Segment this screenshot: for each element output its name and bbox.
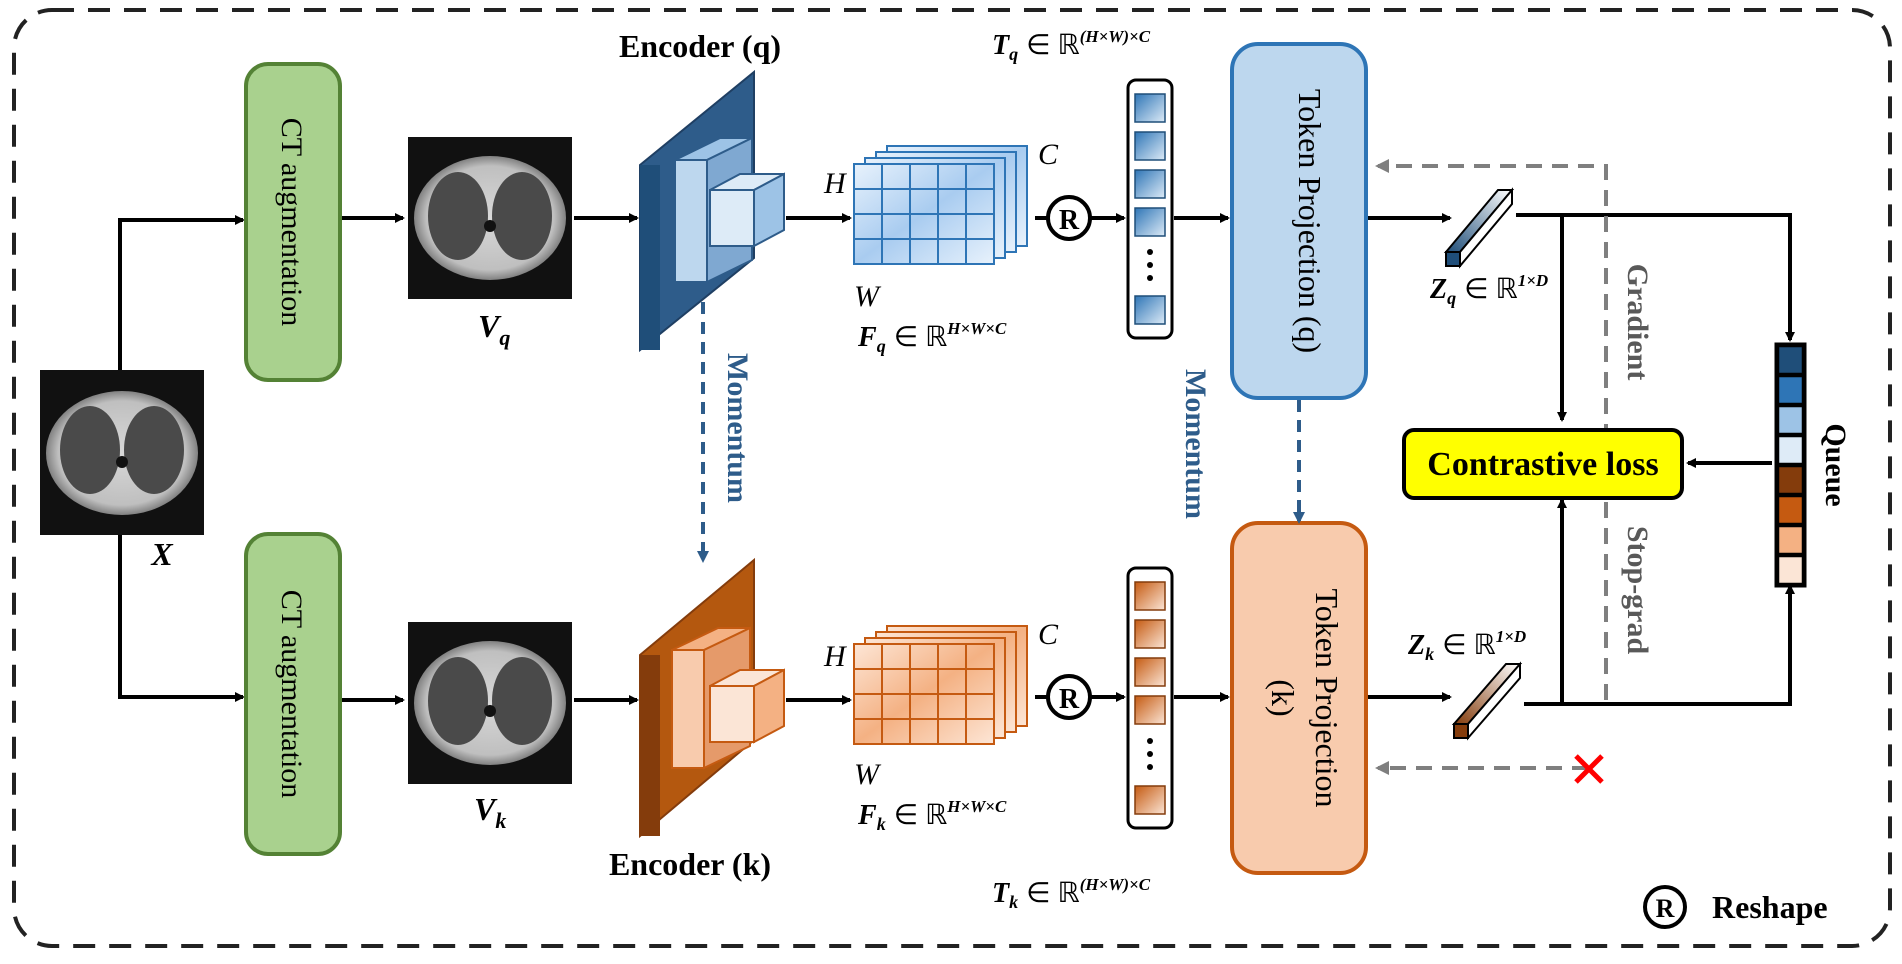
encoder-k-label: Encoder (k): [609, 846, 771, 882]
queue-cell: [1776, 374, 1805, 406]
fq-h-label: H: [823, 167, 848, 200]
stop-gradient-cross-icon: [1574, 754, 1604, 784]
contrastive-loss-box: Contrastive loss: [1402, 428, 1684, 500]
feature-map-fq: [853, 145, 1028, 265]
line-zq-to-queue: [1516, 213, 1795, 342]
fk-w-label: W: [854, 758, 882, 791]
tk-formula: Tk∈ ℝ(H×W)×C: [992, 875, 1151, 912]
zk-formula: Zk∈ ℝ1×D: [1407, 627, 1526, 664]
queue-cell: [1776, 434, 1805, 466]
queue-cell: [1776, 344, 1805, 376]
reshape-op-bottom: R: [1046, 674, 1092, 720]
ct-augmentation-top-label: CT augmentation: [275, 118, 308, 327]
momentum-encoder-label: Momentum: [721, 353, 754, 503]
token-sequence-tq: [1126, 78, 1174, 340]
zq-formula: Zq∈ ℝ1×D: [1429, 271, 1548, 308]
fq-c-label: C: [1038, 138, 1059, 171]
vk-ct-image: [408, 622, 572, 784]
fk-h-label: H: [823, 640, 848, 673]
reshape-op-bottom-symbol: R: [1059, 684, 1080, 715]
token-projection-k-label-line1: Token Projection: [1309, 588, 1345, 807]
queue-label: Queue: [1819, 423, 1852, 506]
input-ct-image: [40, 370, 204, 535]
queue-cell: [1776, 524, 1805, 556]
legend-reshape-symbol: R: [1656, 894, 1675, 923]
token-projection-q: Token Projection (q): [1230, 42, 1368, 400]
gradient-label: Gradient: [1621, 264, 1654, 381]
encoder-k: [639, 557, 785, 839]
gradient-path: [1375, 159, 1608, 700]
token-sequence-tk: [1126, 566, 1174, 830]
queue: [1774, 342, 1807, 588]
legend-reshape: R Reshape: [1643, 885, 1828, 929]
line-zk-to-queue: [1524, 584, 1795, 706]
input-x-label: X: [150, 536, 173, 572]
fk-formula: Fk∈ ℝH×W×C: [857, 797, 1007, 834]
momentum-projection-label: Momentum: [1179, 369, 1212, 519]
fq-w-label: W: [854, 280, 882, 313]
vk-label: Vk: [474, 791, 506, 833]
token-projection-q-label: Token Projection (q): [1292, 89, 1328, 353]
queue-cell: [1776, 464, 1805, 496]
fk-c-label: C: [1038, 618, 1059, 651]
zq-vector: [1443, 187, 1515, 269]
outer-frame: [12, 8, 1892, 948]
vq-ct-image: [408, 137, 572, 299]
tq-formula: Tq∈ ℝ(H×W)×C: [992, 27, 1151, 64]
vq-label: Vq: [478, 308, 510, 350]
ct-augmentation-top: CT augmentation: [244, 62, 342, 382]
legend-reshape-label: Reshape: [1712, 889, 1828, 925]
encoder-q-label: Encoder (q): [619, 28, 781, 64]
contrastive-loss-label: Contrastive loss: [1427, 446, 1658, 483]
ct-augmentation-bottom: CT augmentation: [244, 532, 342, 856]
fq-formula: Fq∈ ℝH×W×C: [857, 319, 1007, 356]
token-projection-k-label-line2: (k): [1265, 679, 1301, 716]
zk-vector: [1451, 661, 1523, 741]
split-arrow-top: [118, 215, 245, 370]
token-projection-k: Token Projection (k): [1230, 521, 1368, 875]
split-arrow-bottom: [118, 535, 245, 702]
ct-augmentation-bottom-label: CT augmentation: [275, 590, 308, 799]
queue-cell: [1776, 554, 1805, 586]
queue-cell: [1776, 404, 1805, 436]
encoder-q: [639, 69, 785, 353]
reshape-op-top: R: [1046, 195, 1092, 241]
feature-map-fk: [853, 625, 1028, 745]
queue-cell: [1776, 494, 1805, 526]
stop-grad-label: Stop-grad: [1621, 526, 1654, 655]
reshape-op-top-symbol: R: [1059, 205, 1080, 236]
